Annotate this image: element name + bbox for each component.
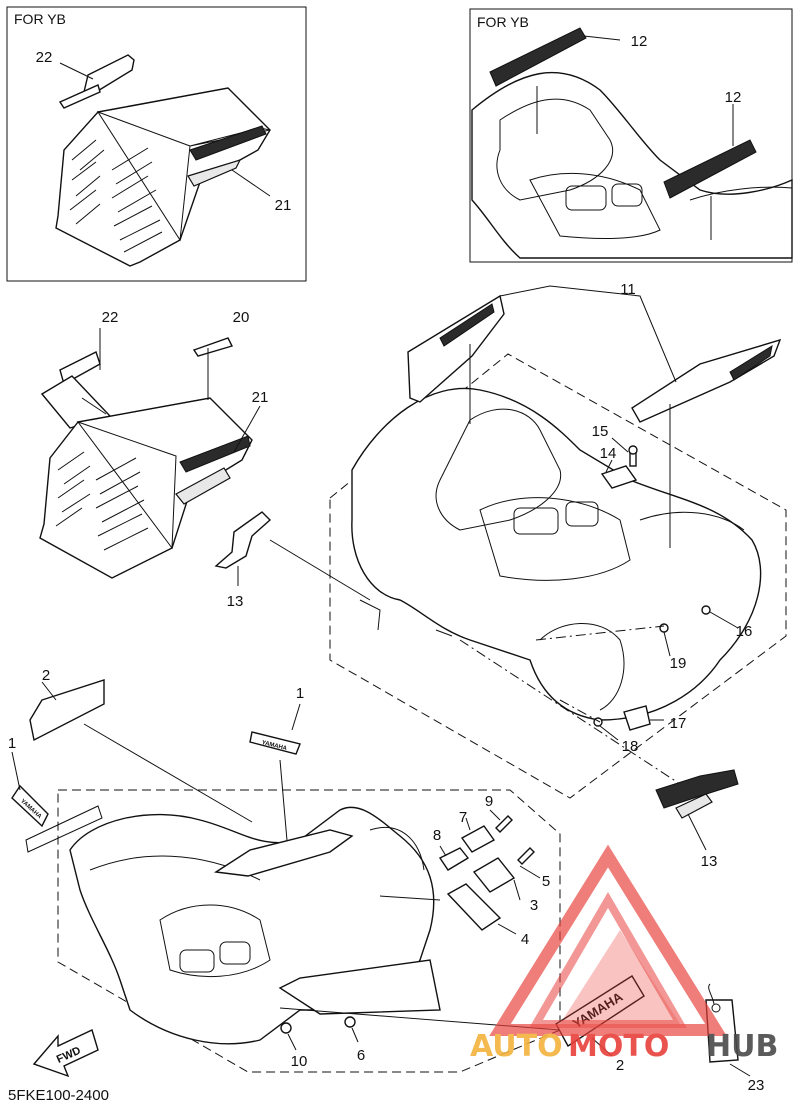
part-3-plate [472, 857, 516, 893]
part-12-decal-left [489, 27, 587, 87]
callout-2-bottom: 2 [616, 1057, 624, 1074]
part-1-decal-center: YAMAHA [249, 731, 301, 755]
callout-11: 11 [620, 281, 636, 298]
part-4-plate [446, 883, 502, 931]
rear-housing-assembly [39, 337, 272, 579]
callout-14: 14 [600, 445, 617, 462]
callout-8: 8 [433, 827, 441, 844]
part-17-bracket [623, 705, 651, 731]
watermark-auto: AUTO [470, 1029, 563, 1064]
callout-19: 19 [670, 655, 687, 672]
part-8-seal [438, 847, 470, 871]
callout-17: 17 [670, 715, 687, 732]
watermark-logo-icon [489, 844, 727, 1036]
front-fender-group [57, 789, 561, 1073]
callout-23: 23 [748, 1077, 765, 1094]
watermark-moto: MOTO [568, 1029, 669, 1064]
part-12-decal-right [663, 139, 757, 199]
diagram-code: 5FKE100-2400 [8, 1087, 109, 1104]
callout-22-inset: 22 [36, 49, 53, 66]
rear-cover-housing [55, 87, 271, 267]
part-7-plate [460, 825, 496, 853]
fwd-arrow: FWD [32, 1029, 99, 1078]
part-10-nut [280, 1022, 292, 1034]
part-1-decal-left: YAMAHA [11, 784, 49, 828]
part-19-nut [659, 623, 669, 633]
inset-title: FOR YB [477, 14, 529, 30]
callout-22: 22 [102, 309, 119, 326]
part-14-plate [600, 465, 638, 489]
inset-for-yb-right: FOR YB 12 12 [469, 8, 793, 263]
callout-1-center: 1 [296, 685, 304, 702]
callout-9: 9 [485, 793, 493, 810]
part-11-decal-left [407, 294, 505, 403]
part-15-screw [628, 445, 638, 467]
rear-fender-group [329, 353, 787, 799]
callout-15: 15 [592, 423, 609, 440]
callout-4: 4 [521, 931, 529, 948]
part-13-emblem [655, 769, 739, 819]
callout-20: 20 [233, 309, 250, 326]
callout-2-top: 2 [42, 667, 50, 684]
part-16-clip [701, 605, 711, 615]
callout-7: 7 [459, 809, 467, 826]
rear-fender-partial [471, 71, 793, 259]
callout-5: 5 [542, 873, 550, 890]
callout-13-emblem: 13 [701, 853, 718, 870]
callout-18: 18 [622, 738, 639, 755]
callout-3: 3 [530, 897, 538, 914]
part-22-decal [58, 54, 135, 109]
callout-21-inset: 21 [275, 197, 292, 214]
callout-13: 13 [227, 593, 244, 610]
callout-6: 6 [357, 1047, 365, 1064]
watermark-hub: HUB [706, 1029, 778, 1064]
part-11-decal-right [631, 338, 782, 423]
part-6-nut [344, 1016, 356, 1028]
callout-12-inset-b: 12 [725, 89, 742, 106]
callout-1-left: 1 [8, 735, 16, 752]
callout-10: 10 [291, 1053, 308, 1070]
callout-21: 21 [252, 389, 269, 406]
callout-16: 16 [736, 623, 753, 640]
part-9-screw [495, 815, 513, 833]
inset-for-yb-left: FOR YB [6, 6, 307, 282]
part-2-decal-top [29, 679, 105, 742]
automotohub-watermark: AUTO MOTO HUB [470, 844, 778, 1064]
callout-12-inset-a: 12 [631, 33, 648, 50]
part-5-screw [517, 847, 535, 865]
inset-title: FOR YB [14, 11, 66, 27]
